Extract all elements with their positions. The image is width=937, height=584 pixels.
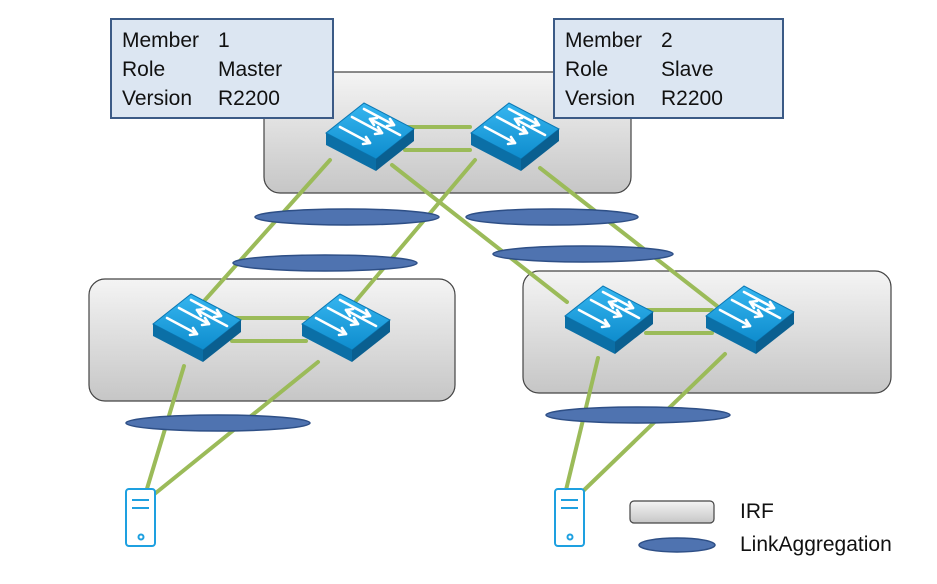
uplink-3 — [390, 163, 569, 304]
uplink-1 — [203, 158, 332, 302]
member-field-row: Version R2200 — [565, 86, 775, 112]
field-value: Master — [218, 58, 283, 81]
link-aggregations — [125, 208, 731, 432]
field-key: Version — [122, 87, 193, 110]
member-field-row: Member 2 — [565, 28, 775, 54]
member-field-row: Role Master — [122, 57, 332, 83]
uplink-4 — [538, 166, 719, 308]
member-field-row: Role Slave — [565, 57, 775, 83]
field-key: Member — [565, 29, 643, 52]
field-value: Slave — [661, 58, 714, 81]
member-field-row: Member 1 — [122, 28, 332, 54]
field-key: Role — [122, 58, 166, 81]
legend-link-aggregation-swatch — [638, 537, 716, 553]
aggregation-3 — [232, 254, 418, 272]
server-icon — [125, 488, 156, 547]
aggregation-2 — [465, 208, 639, 226]
field-value: 2 — [661, 29, 673, 52]
legend-link-aggregation-label: LinkAggregation — [740, 533, 892, 556]
server-icon — [554, 488, 585, 547]
uplink-2 — [353, 158, 477, 304]
field-key: Member — [122, 29, 200, 52]
member-2-info-box: Member 2 Role Slave Version R2200 — [553, 18, 784, 119]
member-field-row: Version R2200 — [122, 86, 332, 112]
member-1-info-box: Member 1 Role Master Version R2200 — [110, 18, 334, 119]
legend-irf-label: IRF — [740, 500, 774, 523]
field-value: R2200 — [661, 87, 723, 110]
links — [144, 125, 727, 498]
field-key: Version — [565, 87, 636, 110]
aggregation-4 — [492, 245, 674, 263]
legend-irf-swatch — [629, 500, 715, 524]
aggregation-1 — [254, 208, 440, 226]
server-link-3 — [564, 356, 600, 492]
aggregation-5 — [125, 414, 311, 432]
field-key: Role — [565, 58, 609, 81]
server-link-4 — [578, 352, 727, 496]
field-value: 1 — [218, 29, 230, 52]
aggregation-6 — [545, 406, 731, 424]
field-value: R2200 — [218, 87, 280, 110]
